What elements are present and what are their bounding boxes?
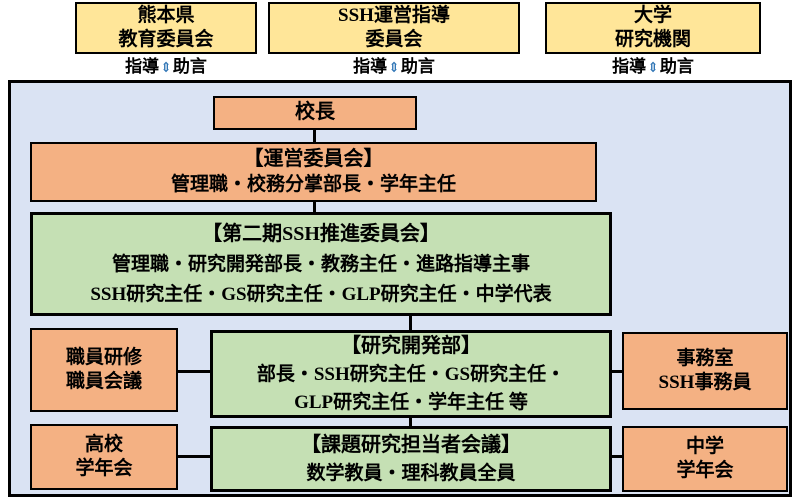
updown-arrow-icon: ⇕ <box>647 61 659 76</box>
rd-department-members1: 部長・SSH研究主任・GS研究主任・ <box>256 363 566 385</box>
guidance-note: 指導⇕助言 <box>268 56 520 80</box>
ssh-promotion-committee-title: 【第二期SSH推進委員会】 <box>202 223 440 246</box>
note-left: 指導 <box>353 57 388 76</box>
connector-stafftraining-rd <box>178 370 210 373</box>
note-right: 助言 <box>659 57 694 76</box>
ssh-promotion-committee-box: 【第二期SSH推進委員会】 管理職・研究開発部長・教務主任・進路指導主事 SSH… <box>30 212 612 316</box>
staff-training-line1: 職員研修 <box>65 346 142 368</box>
jhs-grade-meeting-line2: 学年会 <box>676 460 734 481</box>
office-line2: SSH事務員 <box>658 372 752 393</box>
hs-grade-meeting-box: 高校 学年会 <box>30 424 178 490</box>
connector-rd-taskmeeting <box>409 418 412 426</box>
management-committee-members: 管理職・校務分掌部長・学年主任 <box>170 173 456 195</box>
guidance-note: 指導⇕助言 <box>545 56 761 80</box>
external-box-ssh-steering-committee: SSH運営指導 委員会 <box>268 2 520 54</box>
connector-management-promotion <box>313 202 316 212</box>
hs-grade-meeting-line2: 学年会 <box>75 458 133 479</box>
hs-grade-meeting-line1: 高校 <box>84 433 123 455</box>
task-research-meeting-title: 【課題研究担当者会議】 <box>301 433 521 456</box>
external-box-university: 大学 研究機関 <box>545 2 761 54</box>
principal-box: 校長 <box>213 96 417 130</box>
external-box-kumamoto-board: 熊本県 教育委員会 <box>75 2 257 54</box>
connector-hs-taskmeeting <box>178 455 210 458</box>
note-left: 指導 <box>612 57 647 76</box>
jhs-grade-meeting-line1: 中学 <box>685 435 724 457</box>
task-research-meeting-box: 【課題研究担当者会議】 数学教員・理科教員全員 <box>210 426 612 492</box>
rd-department-title: 【研究開発部】 <box>341 334 481 357</box>
school-frame: 校長 【運営委員会】 管理職・校務分掌部長・学年主任 【第二期SSH推進委員会】… <box>8 80 792 497</box>
note-right: 助言 <box>172 57 207 76</box>
external-box-line1: SSH運営指導 <box>338 4 450 26</box>
note-left: 指導 <box>125 57 160 76</box>
ssh-promotion-committee-members1: 管理職・研究開発部長・教務主任・進路指導主事 <box>111 254 530 276</box>
guidance-note: 指導⇕助言 <box>75 56 257 80</box>
connector-principal-management <box>313 130 316 142</box>
connector-jhs-taskmeeting <box>612 455 622 458</box>
external-box-line1: 熊本県 <box>137 4 195 26</box>
external-box-line1: 大学 <box>633 4 672 26</box>
staff-training-box: 職員研修 職員会議 <box>30 328 178 412</box>
staff-training-line2: 職員会議 <box>65 371 142 392</box>
updown-arrow-icon: ⇕ <box>388 61 400 76</box>
management-committee-title: 【運営委員会】 <box>243 148 384 171</box>
management-committee-box: 【運営委員会】 管理職・校務分掌部長・学年主任 <box>30 142 597 202</box>
external-box-line2: 教育委員会 <box>118 29 214 50</box>
office-line1: 事務室 <box>676 347 734 369</box>
external-box-line2: 研究機関 <box>614 29 691 50</box>
task-research-meeting-members: 数学教員・理科教員全員 <box>306 462 516 484</box>
note-right: 助言 <box>400 57 435 76</box>
principal-label: 校長 <box>295 101 335 124</box>
updown-arrow-icon: ⇕ <box>160 61 172 76</box>
rd-department-members2: GLP研究主任・学年主任 等 <box>294 391 528 413</box>
connector-office-rd <box>612 370 622 373</box>
external-box-line2: 委員会 <box>365 29 423 50</box>
rd-department-box: 【研究開発部】 部長・SSH研究主任・GS研究主任・ GLP研究主任・学年主任 … <box>210 330 612 418</box>
office-box: 事務室 SSH事務員 <box>622 332 788 410</box>
jhs-grade-meeting-box: 中学 学年会 <box>622 426 788 492</box>
ssh-promotion-committee-members2: SSH研究主任・GS研究主任・GLP研究主任・中学代表 <box>90 283 552 305</box>
connector-promotion-rd <box>409 316 412 330</box>
